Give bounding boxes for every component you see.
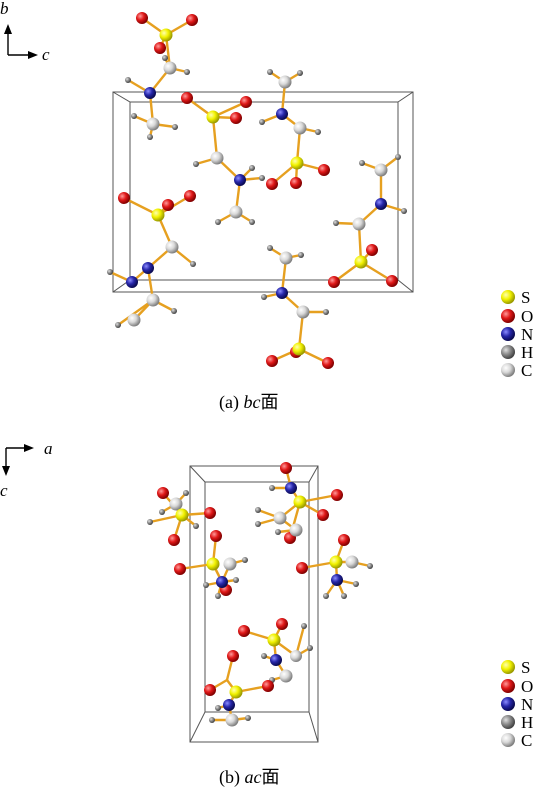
caption-ac-plane: ac (244, 767, 262, 787)
legend-s-swatch (501, 290, 515, 304)
legend-s-label: S (521, 288, 530, 307)
legend-c-label: C (521, 361, 532, 380)
axes-indicator: b c (0, 0, 50, 64)
panel-ac-plane: a c (0, 430, 540, 789)
legend-h-swatch (501, 715, 515, 729)
atoms (107, 12, 407, 369)
legend-c-label: C (521, 731, 532, 750)
c-axis-label: c (42, 45, 50, 64)
legend-s-swatch (501, 660, 515, 674)
caption-bc: (a) bc面 (219, 388, 278, 414)
bonds (148, 466, 372, 722)
bc-structure-diagram: b c (0, 0, 533, 380)
c-axis-label: c (0, 481, 8, 500)
legend-h-label: H (521, 343, 533, 362)
legend-h-label: H (521, 713, 533, 732)
legend-n-swatch (501, 697, 515, 711)
legend-c-swatch (501, 733, 515, 747)
legend-ac: S O N H C (501, 658, 533, 750)
caption-bc-suffix: 面 (260, 392, 279, 412)
legend-o-swatch (501, 309, 515, 323)
unit-cell (112, 91, 414, 293)
caption-ac: (b) ac面 (219, 763, 280, 789)
caption-ac-prefix: (b) (219, 767, 245, 787)
legend-bc: S O N H C (501, 288, 533, 380)
legend-o-label: O (521, 677, 533, 696)
legend-s-label: S (521, 658, 530, 677)
caption-ac-suffix: 面 (261, 767, 280, 787)
legend-n-label: N (521, 325, 533, 344)
legend-c-swatch (501, 363, 515, 377)
legend-n-label: N (521, 695, 533, 714)
legend-o-label: O (521, 307, 533, 326)
unit-cell (189, 465, 319, 743)
panel-bc-plane: b c (0, 0, 533, 414)
b-axis-label: b (0, 0, 9, 18)
bonds (108, 16, 406, 365)
legend-n-swatch (501, 327, 515, 341)
ac-structure-diagram: a c (0, 439, 533, 750)
caption-bc-plane: bc (243, 392, 261, 412)
legend-o-swatch (501, 679, 515, 693)
atoms (147, 462, 373, 727)
caption-bc-prefix: (a) (219, 392, 244, 412)
legend-h-swatch (501, 345, 515, 359)
a-axis-label: a (44, 439, 53, 458)
axes-indicator: a c (0, 439, 53, 500)
